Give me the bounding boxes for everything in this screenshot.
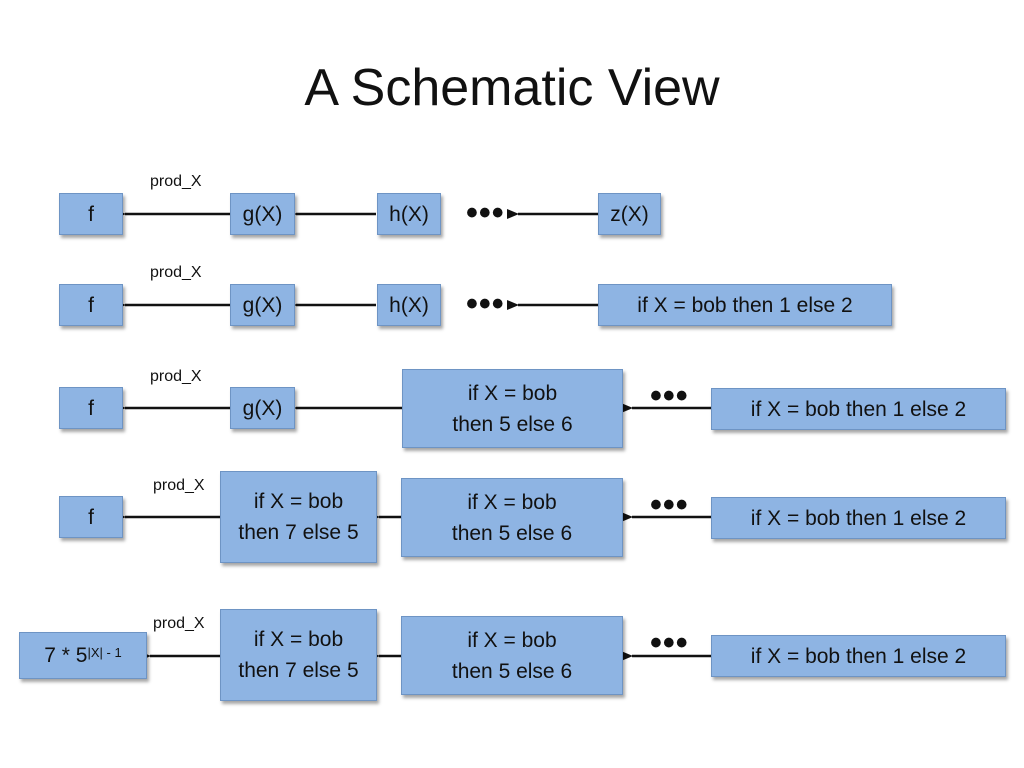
node-z: if X = bob then 1 else 2 xyxy=(711,635,1006,677)
node-g: if X = bob then 7 else 5 xyxy=(220,471,377,563)
node-h: if X = bob then 5 else 6 xyxy=(402,369,623,448)
edge-label-prod-x: prod_X xyxy=(150,264,202,281)
node-z: if X = bob then 1 else 2 xyxy=(711,497,1006,539)
node-f: f xyxy=(59,284,123,326)
ellipsis: ••• xyxy=(466,194,505,232)
node-f: f xyxy=(59,496,123,538)
node-h: if X = bob then 5 else 6 xyxy=(401,616,623,695)
node-g: if X = bob then 7 else 5 xyxy=(220,609,377,701)
edge-label-prod-x: prod_X xyxy=(150,368,202,385)
edge-label-prod-x: prod_X xyxy=(153,615,205,632)
node-g: g(X) xyxy=(230,193,295,235)
node-z: if X = bob then 1 else 2 xyxy=(598,284,892,326)
node-g: g(X) xyxy=(230,284,295,326)
node-h: if X = bob then 5 else 6 xyxy=(401,478,623,557)
node-z: z(X) xyxy=(598,193,661,235)
formula-exponent: |X| - 1 xyxy=(87,645,122,660)
node-f: f xyxy=(59,193,123,235)
slide-title: A Schematic View xyxy=(304,59,720,117)
node-h: h(X) xyxy=(377,284,441,326)
edge-label-prod-x: prod_X xyxy=(150,173,202,190)
ellipsis: ••• xyxy=(650,486,689,524)
node-z: if X = bob then 1 else 2 xyxy=(711,388,1006,430)
node-f: f xyxy=(59,387,123,429)
ellipsis: ••• xyxy=(466,285,505,323)
edge-label-prod-x: prod_X xyxy=(153,477,205,494)
node-g: g(X) xyxy=(230,387,295,429)
ellipsis: ••• xyxy=(650,377,689,415)
formula-base: 7 * 5 xyxy=(44,644,88,667)
ellipsis: ••• xyxy=(650,624,689,662)
node-h: h(X) xyxy=(377,193,441,235)
node-f-formula: 7 * 5|X| - 1 xyxy=(19,632,147,679)
